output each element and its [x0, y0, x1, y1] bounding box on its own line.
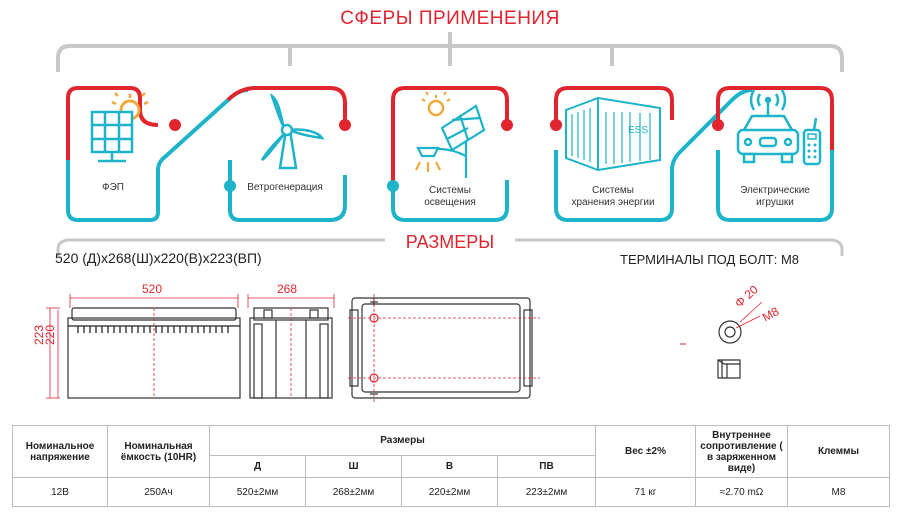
- header-resistance: Внутреннее сопротивление ( в заряженном …: [695, 425, 788, 478]
- width-dimension: 268: [277, 282, 298, 296]
- application-label-wind: Ветрогенерация: [247, 182, 323, 193]
- application-label-toys: Электрические игрушки: [740, 185, 810, 208]
- energy-storage-container-icon: [565, 96, 661, 172]
- wind-turbine-icon: [260, 92, 325, 170]
- solar-panel-icon: [90, 92, 149, 163]
- spec-table: Номинальное напряжение Номинальная ёмкос…: [12, 425, 890, 507]
- side-view-drawing: [247, 294, 335, 399]
- cell-weight: 71 кг: [595, 477, 696, 507]
- ess-label: ESS: [628, 125, 649, 136]
- cell-terminals: M8: [787, 477, 890, 507]
- header-d: Д: [209, 455, 306, 478]
- header-terminals: Клеммы: [787, 425, 890, 478]
- cell-resistance: ≈2.70 mΩ: [695, 477, 788, 507]
- cell-capacity: 250Ач: [107, 477, 210, 507]
- height-case-dimension: 220: [43, 324, 57, 345]
- application-card-wind: [224, 86, 351, 222]
- dimensions-bracket: [56, 238, 844, 256]
- application-label-ess: Системы хранения энергии: [571, 185, 655, 208]
- header-weight: Вес ±2%: [595, 425, 696, 478]
- header-h: В: [401, 455, 498, 478]
- application-label-lighting: Системы освещения: [424, 185, 476, 208]
- cell-th: 223±2мм: [497, 477, 596, 507]
- solar-street-light-icon: [415, 91, 486, 178]
- applications-frame: [56, 32, 844, 222]
- header-th: ПВ: [497, 455, 596, 478]
- battery-drawings: [46, 294, 763, 402]
- cell-h: 220±2мм: [401, 477, 498, 507]
- application-label-pv: ФЭП: [102, 182, 124, 193]
- cell-voltage: 12В: [12, 477, 108, 507]
- cell-w: 268±2мм: [305, 477, 402, 507]
- application-card-pv: [66, 86, 249, 222]
- terminal-drawing: [680, 301, 763, 379]
- terminals-text: ТЕРМИНАЛЫ ПОД БОЛТ: M8: [620, 252, 799, 267]
- header-voltage: Номинальное напряжение: [12, 425, 108, 478]
- page-title: СФЕРЫ ПРИМЕНЕНИЯ: [340, 8, 560, 29]
- header-dimensions: Размеры: [209, 425, 596, 456]
- application-card-toys: [712, 86, 834, 222]
- header-w: Ш: [305, 455, 402, 478]
- front-view-drawing: [46, 294, 241, 399]
- length-dimension: 520: [142, 282, 163, 296]
- top-view-drawing: [348, 294, 540, 402]
- header-capacity: Номинальная ёмкость (10HR): [107, 425, 210, 478]
- table-row: 12В 250Ач 520±2мм 268±2мм 220±2мм 223±2м…: [12, 477, 890, 507]
- dimensions-text: 520 (Д)x268(Ш)x220(В)x223(ВП): [55, 250, 262, 266]
- cell-d: 520±2мм: [209, 477, 306, 507]
- rc-car-icon: [736, 89, 822, 166]
- application-card-ess: [550, 86, 753, 222]
- application-card-lighting: [387, 86, 513, 222]
- dimensions-title: РАЗМЕРЫ: [405, 232, 495, 252]
